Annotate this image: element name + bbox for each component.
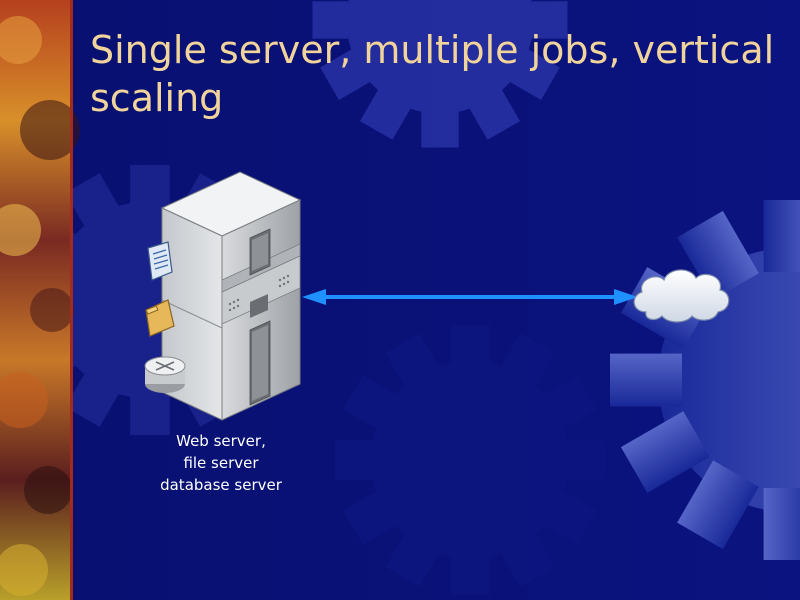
server-caption: Web server, file server database server: [121, 430, 321, 496]
caption-line: database server: [160, 476, 282, 494]
router-icon: [144, 356, 186, 393]
cloud-icon: [633, 269, 730, 323]
caption-line: file server: [183, 454, 259, 472]
caption-line: Web server,: [176, 432, 266, 450]
slide-title: Single server, multiple jobs, vertical s…: [90, 28, 775, 120]
folder-icon: [145, 299, 175, 337]
connection-arrow: [302, 289, 638, 305]
document-icon: [147, 241, 173, 281]
